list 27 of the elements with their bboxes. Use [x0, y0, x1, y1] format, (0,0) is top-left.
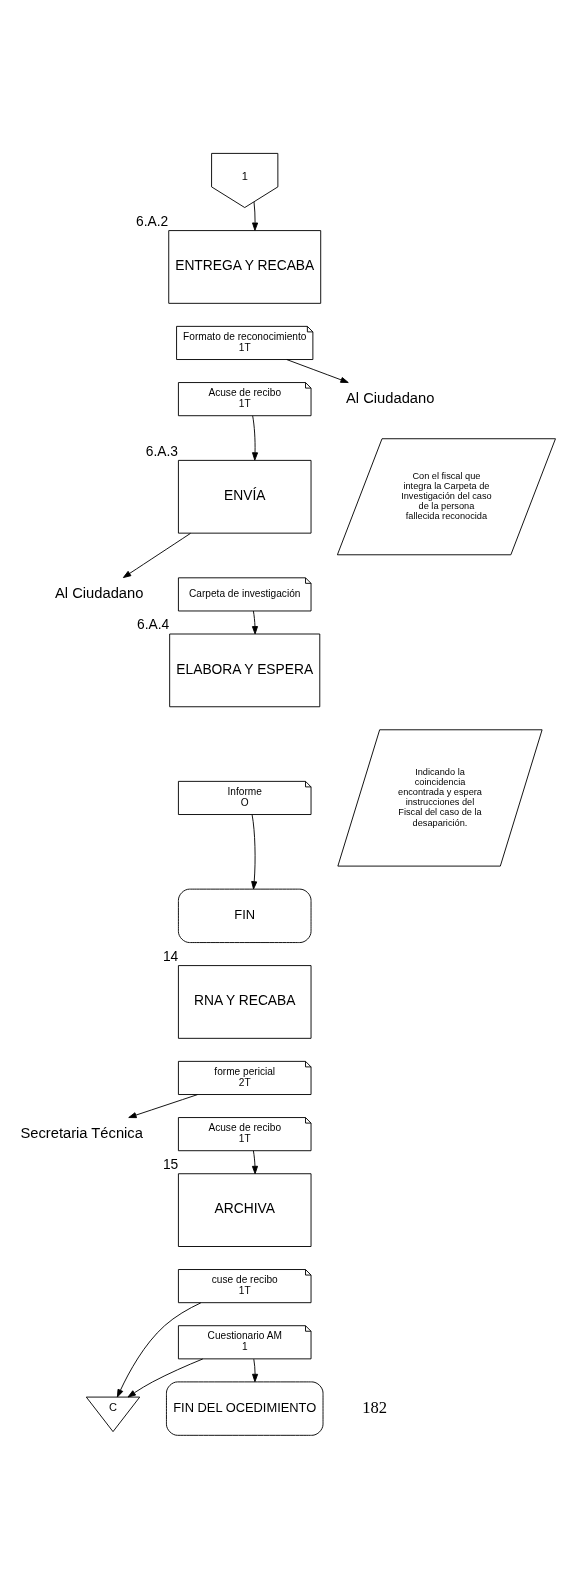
node-box: FIN — [177, 888, 312, 943]
arrow — [251, 814, 258, 890]
node-text: Secretaria Técnica — [20, 1124, 143, 1141]
arrow — [128, 1094, 199, 1119]
node-box: FIN DEL OCEDIMIENTO — [166, 1381, 324, 1436]
arrow — [116, 1302, 202, 1398]
node-text: Al Ciudadano — [55, 584, 144, 601]
node-label: 14 — [162, 947, 179, 964]
node-label: 15 — [162, 1156, 179, 1173]
arrow — [127, 1358, 204, 1398]
node-label: 6.A.3 — [145, 442, 178, 459]
node-box: ARCHIVA — [177, 1173, 312, 1247]
node-box: ELABORA Y ESPERA — [169, 633, 321, 708]
arrow — [251, 1150, 258, 1175]
node-box: RNA Y RECABA — [177, 965, 312, 1039]
arrow — [122, 532, 191, 579]
arrow — [252, 415, 259, 461]
node-box: ENTREGA Y RECABA — [168, 230, 322, 304]
node-text: Al Ciudadano — [346, 389, 435, 406]
arrow — [286, 359, 349, 383]
arrow — [252, 201, 259, 231]
node-label: 6.A.4 — [136, 616, 170, 633]
node-box: ENVÍA — [177, 459, 312, 534]
arrow — [251, 610, 258, 635]
node-label: 6.A.2 — [136, 212, 169, 229]
label: 182 — [362, 1397, 388, 1417]
arrow — [252, 1358, 259, 1383]
